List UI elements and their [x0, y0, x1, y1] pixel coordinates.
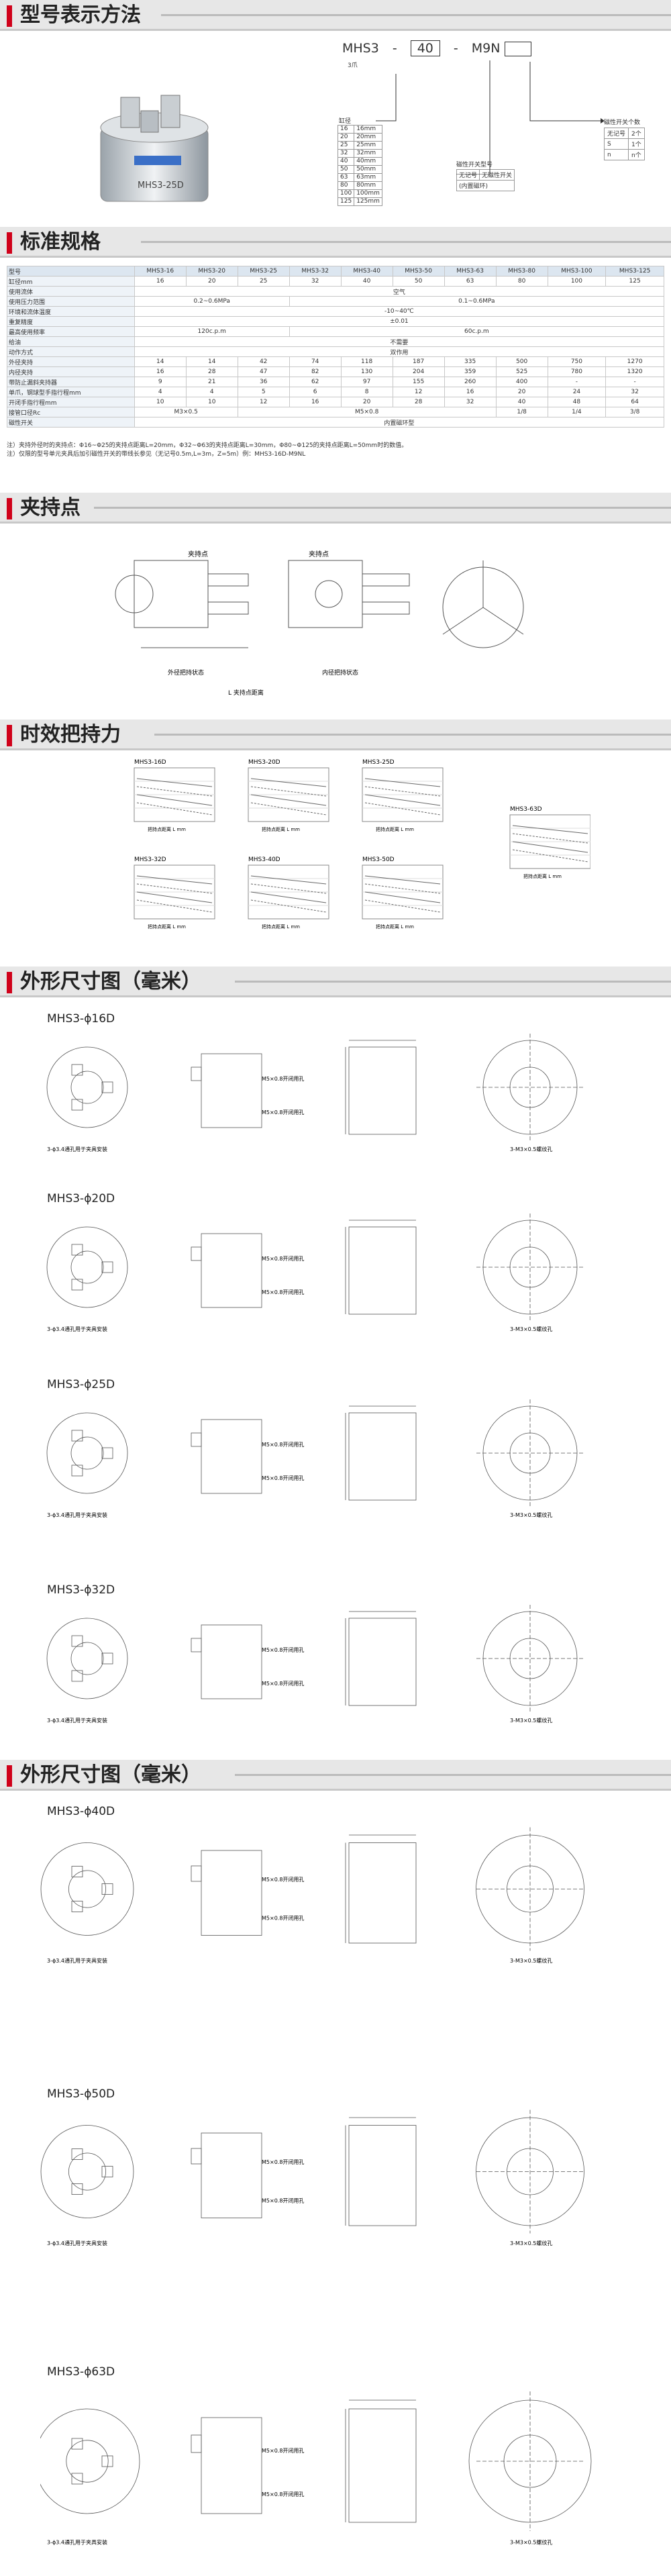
svg-text:3-M3×0.5螺纹孔: 3-M3×0.5螺纹孔: [510, 1957, 552, 1964]
spec-note-1: 注）夹持外径时的夹持点：Φ16~Φ25的夹持点距离L=20mm，Φ32~Φ63的…: [7, 442, 408, 449]
product-label: MHS3-25D: [138, 181, 184, 191]
model-code-leaders: [376, 60, 605, 175]
model-title-50: MHS3-ϕ50D: [47, 2087, 115, 2101]
svg-text:3-ϕ3.4通孔用于夹具安装: 3-ϕ3.4通孔用于夹具安装: [47, 2539, 107, 2546]
model-code-line: MHS3 - 40 - M9N: [342, 40, 531, 56]
force-chart: MHS3-63D 把持点距离 L mm: [509, 806, 590, 879]
qty-box: [504, 41, 531, 56]
svg-text:3-ϕ3.4通孔用于夹具安装: 3-ϕ3.4通孔用于夹具安装: [47, 1146, 107, 1152]
svg-text:M5×0.8开闭用孔: M5×0.8开闭用孔: [262, 2159, 304, 2165]
note-3d: 3爪: [348, 62, 358, 69]
svg-text:M5×0.8开闭用孔: M5×0.8开闭用孔: [262, 1442, 304, 1448]
force-chart: MHS3-20D 把持点距离 L mm: [248, 759, 329, 832]
dim-row-63: M5×0.8开闭用孔 M5×0.8开闭用孔 3-ϕ3.4通孔用于夹具安装 3-M3×0…: [40, 2391, 592, 2546]
bore-label: 缸径: [339, 118, 352, 125]
dim-row-20: M5×0.8开闭用孔 M5×0.8开闭用孔 3-ϕ3.4通孔用于夹具安装 3-M3×0…: [46, 1213, 584, 1332]
svg-text:MHS3-63D: MHS3-63D: [510, 806, 542, 813]
svg-text:M5×0.8开闭用孔: M5×0.8开闭用孔: [262, 1256, 304, 1262]
section-title: 时效把持力: [20, 723, 121, 746]
svg-text:MHS3-32D: MHS3-32D: [134, 856, 166, 863]
svg-text:把持点距离 L mm: 把持点距离 L mm: [376, 826, 414, 832]
product-photo: MHS3-25D: [100, 95, 209, 202]
svg-text:把持点距离 L mm: 把持点距离 L mm: [148, 826, 186, 832]
section-title: 夹持点: [20, 496, 81, 519]
svg-text:M5×0.8开闭用孔: M5×0.8开闭用孔: [262, 2198, 304, 2204]
svg-text:M5×0.8开闭用孔: M5×0.8开闭用孔: [262, 1681, 304, 1687]
model-title-16: MHS3-ϕ16D: [47, 1012, 115, 1026]
svg-text:MHS3-20D: MHS3-20D: [248, 759, 280, 766]
svg-text:3-M3×0.5螺纹孔: 3-M3×0.5螺纹孔: [510, 2539, 552, 2546]
svg-text:外径把持状态: 外径把持状态: [168, 668, 204, 677]
section-header-force: 时效把持力: [0, 720, 671, 750]
model-title-63: MHS3-ϕ63D: [47, 2365, 115, 2379]
model-title-20: MHS3-ϕ20D: [47, 1192, 115, 1205]
svg-text:L 夹持点距离: L 夹持点距离: [228, 689, 264, 697]
section-title: 外形尺寸图（毫米）: [20, 1763, 201, 1787]
force-chart: MHS3-25D 把持点距离 L mm: [362, 759, 444, 832]
svg-text:夹持点: 夹持点: [309, 550, 329, 558]
force-chart: MHS3-50D 把持点距离 L mm: [362, 856, 444, 930]
svg-text:3-ϕ3.4通孔用于夹具安装: 3-ϕ3.4通孔用于夹具安装: [47, 2240, 107, 2246]
section-header-dim1: 外形尺寸图（毫米）: [0, 967, 671, 997]
svg-text:M5×0.8开闭用孔: M5×0.8开闭用孔: [262, 1289, 304, 1295]
switch-label: 磁性开关型号: [456, 162, 493, 168]
svg-text:3-M3×0.5螺纹孔: 3-M3×0.5螺纹孔: [510, 1512, 552, 1518]
qty-label: 磁性开关个数: [604, 119, 641, 126]
force-chart: MHS3-40D 把持点距离 L mm: [248, 856, 329, 930]
section-title: 型号表示方法: [20, 3, 141, 27]
svg-text:3-ϕ3.4通孔用于夹具安装: 3-ϕ3.4通孔用于夹具安装: [47, 1326, 107, 1332]
section-header-grip: 夹持点: [0, 493, 671, 524]
svg-text:M5×0.8开闭用孔: M5×0.8开闭用孔: [262, 1076, 304, 1082]
svg-text:把持点距离 L mm: 把持点距离 L mm: [262, 826, 300, 832]
dim-row-16: M5×0.8开闭用孔 M5×0.8开闭用孔 3-ϕ3.4通孔用于夹具安装 3-M3×0…: [46, 1034, 584, 1152]
svg-text:3-ϕ3.4通孔用于夹具安装: 3-ϕ3.4通孔用于夹具安装: [47, 1512, 107, 1518]
svg-text:3-M3×0.5螺纹孔: 3-M3×0.5螺纹孔: [510, 1717, 552, 1724]
model-title-40: MHS3-ϕ40D: [47, 1805, 115, 1818]
svg-text:M5×0.8开闭用孔: M5×0.8开闭用孔: [262, 1877, 304, 1883]
svg-text:夹持点: 夹持点: [188, 550, 208, 558]
section-header-model: 型号表示方法: [0, 0, 671, 31]
svg-text:M5×0.8开闭用孔: M5×0.8开闭用孔: [262, 1916, 304, 1922]
svg-text:MHS3-25D: MHS3-25D: [362, 759, 395, 766]
force-chart: MHS3-16D 把持点距离 L mm: [134, 759, 215, 832]
section-header-spec: 标准规格: [0, 227, 671, 258]
svg-text:MHS3-16D: MHS3-16D: [134, 759, 166, 766]
svg-text:MHS3-40D: MHS3-40D: [248, 856, 280, 863]
model-title-32: MHS3-ϕ32D: [47, 1583, 115, 1597]
grip-diagram: 夹持点 夹持点 外径把持状态 内径把持状态 L 夹持点距离: [115, 550, 524, 697]
svg-text:把持点距离 L mm: 把持点距离 L mm: [262, 924, 300, 930]
svg-text:3-M3×0.5螺纹孔: 3-M3×0.5螺纹孔: [510, 1326, 552, 1332]
svg-text:M5×0.8开闭用孔: M5×0.8开闭用孔: [262, 2448, 304, 2454]
svg-text:3-M3×0.5螺纹孔: 3-M3×0.5螺纹孔: [510, 1146, 552, 1152]
svg-text:3-ϕ3.4通孔用于夹具安装: 3-ϕ3.4通孔用于夹具安装: [47, 1717, 107, 1724]
section-title: 外形尺寸图（毫米）: [20, 970, 201, 993]
svg-text:把持点距离 L mm: 把持点距离 L mm: [523, 873, 562, 879]
section-title: 标准规格: [20, 230, 101, 254]
bore-box: 40: [410, 40, 440, 56]
svg-text:把持点距离 L mm: 把持点距离 L mm: [148, 924, 186, 930]
model-title-25: MHS3-ϕ25D: [47, 1378, 115, 1391]
dim-row-40: M5×0.8开闭用孔 M5×0.8开闭用孔 3-ϕ3.4通孔用于夹具安装 3-M3×0…: [40, 1827, 584, 1964]
dim-row-50: M5×0.8开闭用孔 M5×0.8开闭用孔 3-ϕ3.4通孔用于夹具安装 3-M3×0…: [40, 2110, 584, 2246]
spec-note-2: 注）仅限的型号单元夹具后加引磁性开关的带线长参见（无记号0.5m,L=3m，Z=…: [7, 451, 306, 458]
switch-table: 无记号无磁性开关 (内置磁环): [456, 169, 515, 191]
dim-row-25: M5×0.8开闭用孔 M5×0.8开闭用孔 3-ϕ3.4通孔用于夹具安装 3-M3×0…: [46, 1399, 584, 1518]
dim-row-32: M5×0.8开闭用孔 M5×0.8开闭用孔 3-ϕ3.4通孔用于夹具安装 3-M3×0…: [46, 1605, 584, 1724]
svg-text:3-ϕ3.4通孔用于夹具安装: 3-ϕ3.4通孔用于夹具安装: [47, 1957, 107, 1964]
section-header-dim2: 外形尺寸图（毫米）: [0, 1760, 671, 1791]
svg-text:M5×0.8开闭用孔: M5×0.8开闭用孔: [262, 1475, 304, 1481]
svg-text:MHS3-50D: MHS3-50D: [362, 856, 395, 863]
force-chart: MHS3-32D 把持点距离 L mm: [134, 856, 215, 930]
svg-text:把持点距离 L mm: 把持点距离 L mm: [376, 924, 414, 930]
svg-text:M5×0.8开闭用孔: M5×0.8开闭用孔: [262, 1109, 304, 1116]
svg-text:M5×0.8开闭用孔: M5×0.8开闭用孔: [262, 2491, 304, 2497]
svg-text:3-M3×0.5螺纹孔: 3-M3×0.5螺纹孔: [510, 2240, 552, 2246]
svg-text:内径把持状态: 内径把持状态: [322, 668, 358, 677]
svg-text:M5×0.8开闭用孔: M5×0.8开闭用孔: [262, 1647, 304, 1653]
